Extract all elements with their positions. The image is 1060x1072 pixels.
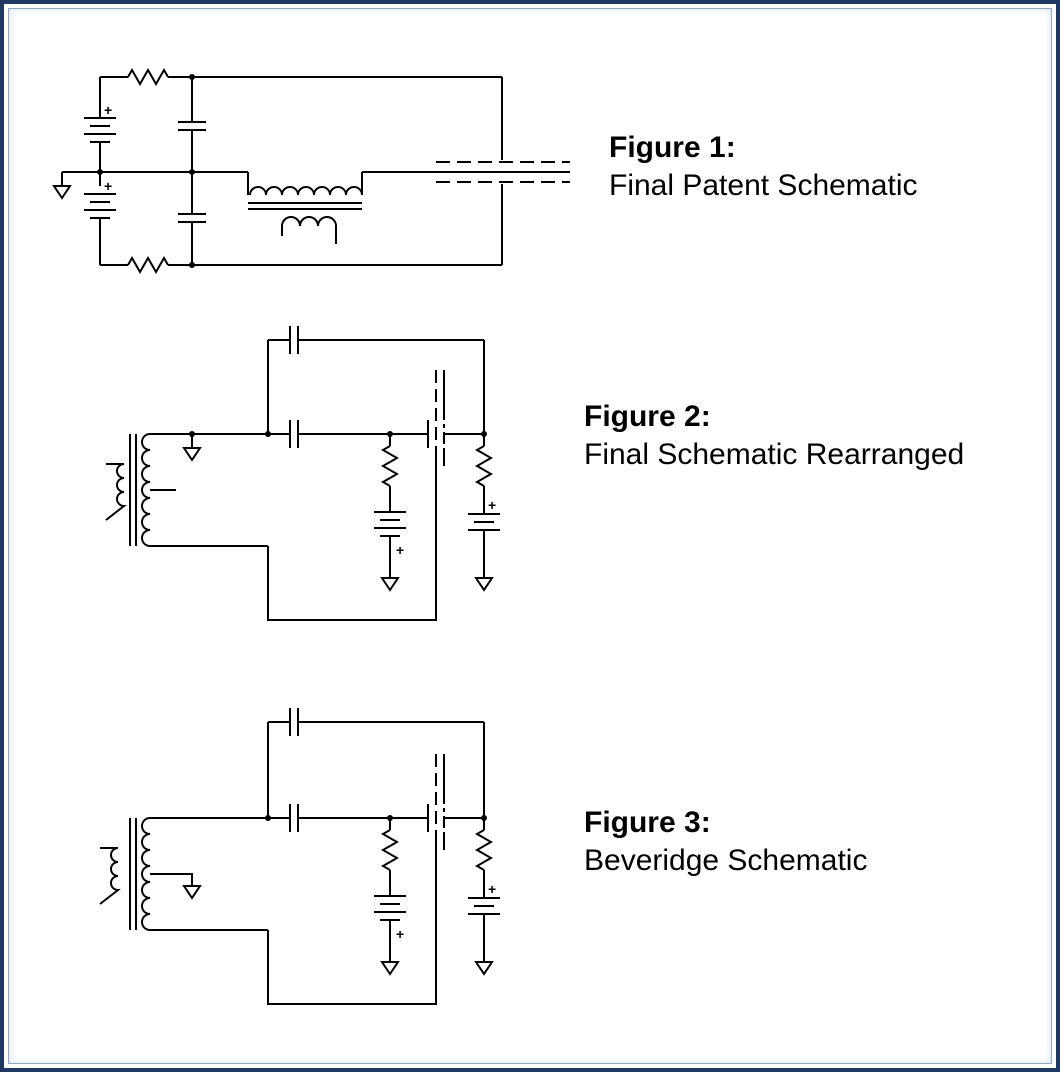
fig3-xfmr-tap — [150, 873, 193, 886]
figure-2-caption: Figure 2: Final Schematic Rearranged — [584, 399, 964, 475]
fig2-node-loop — [265, 431, 271, 437]
fig1-ground-icon — [52, 185, 72, 200]
figure-2-subtitle: Final Schematic Rearranged — [584, 438, 965, 471]
fig1-xfmr-primary-coil — [249, 186, 363, 196]
fig3-xfmr-secondary — [141, 817, 151, 931]
fig3-ground-icon-3 — [474, 961, 494, 976]
figure-3-subtitle: Beveridge Schematic — [584, 844, 868, 877]
fig2-xfmr-primary — [105, 463, 127, 521]
figure-3-caption: Figure 3: Beveridge Schematic — [584, 805, 867, 881]
fig3-res1 — [380, 829, 400, 871]
fig1-batt2-plus: + — [104, 178, 112, 194]
fig3-ground-icon-2 — [380, 961, 400, 976]
fig3-batt2-plus: + — [488, 881, 496, 897]
fig2-res2 — [474, 445, 494, 487]
fig3-node-loop — [265, 815, 271, 821]
figure-inner-border — [8, 8, 1052, 1064]
figure-3-title: Figure 3: — [584, 806, 711, 839]
fig2-ground-icon-3 — [474, 577, 494, 592]
fig2-ground-icon-1 — [182, 447, 202, 462]
fig3-bottom-loop — [267, 836, 437, 1005]
figure-1-subtitle: Final Patent Schematic — [609, 169, 918, 202]
fig2-ground-icon-2 — [380, 577, 400, 592]
fig2-batt1-plus: + — [396, 542, 404, 558]
fig2-bottom-loop — [267, 452, 437, 621]
fig3-res2 — [474, 829, 494, 871]
fig1-top-resistor — [127, 67, 169, 87]
fig2-xfmr-secondary — [141, 433, 151, 547]
fig3-ground-icon-1 — [182, 885, 202, 900]
figure-1-caption: Figure 1: Final Patent Schematic — [609, 130, 917, 206]
figure-2-title: Figure 2: — [584, 400, 711, 433]
fig1-xfmr-secondary-coil — [281, 216, 337, 244]
fig1-batt1-plus: + — [104, 102, 112, 118]
figure-1-title: Figure 1: — [609, 131, 736, 164]
fig3-batt1-plus: + — [396, 926, 404, 942]
fig1-node-mid-left — [97, 169, 103, 175]
fig3-xfmr-primary — [99, 847, 121, 905]
fig1-bot-resistor — [127, 255, 169, 275]
fig2-batt2-plus: + — [488, 497, 496, 513]
fig2-res1 — [380, 445, 400, 487]
